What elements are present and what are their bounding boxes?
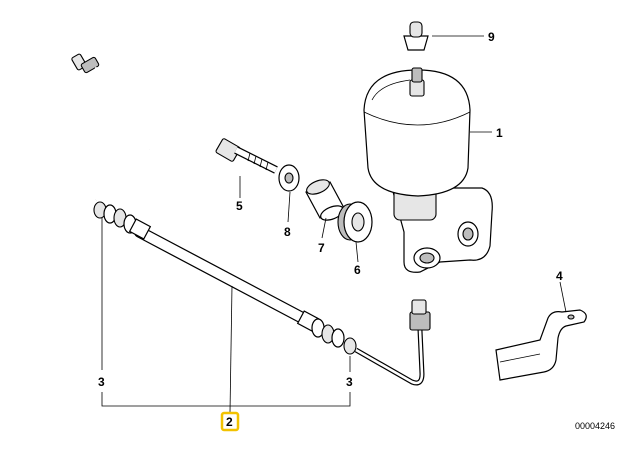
bushing: [305, 179, 345, 221]
hose-right-fitting: [296, 310, 357, 355]
document-number: 00004246: [575, 421, 615, 431]
callout-2[interactable]: 2: [226, 415, 233, 429]
bolt: [215, 138, 278, 174]
pipe-bottom-fitting: [409, 299, 431, 331]
callout-2-highlight: [220, 411, 240, 432]
bleeder-cap: [403, 21, 429, 51]
callout-7: 7: [318, 241, 325, 255]
callout-5: 5: [236, 199, 243, 213]
hose-left-fitting: [93, 201, 152, 240]
washer: [278, 164, 300, 192]
brake-line-pipe: [71, 53, 431, 386]
callout-9: 9: [488, 30, 495, 44]
callout-4: 4: [556, 269, 563, 283]
callout-1: 1: [496, 126, 503, 140]
callout-6: 6: [354, 263, 361, 277]
brake-hose: [93, 201, 357, 355]
callout-3-left: 3: [98, 375, 105, 389]
mounting-clip: [495, 309, 587, 381]
pipe-top-fitting: [71, 53, 100, 74]
callout-3-right: 3: [346, 375, 353, 389]
leader-lines: [101, 35, 567, 413]
pressure-accumulator: [363, 67, 493, 273]
rubber-grommet: [337, 201, 373, 243]
callout-8: 8: [284, 225, 291, 239]
